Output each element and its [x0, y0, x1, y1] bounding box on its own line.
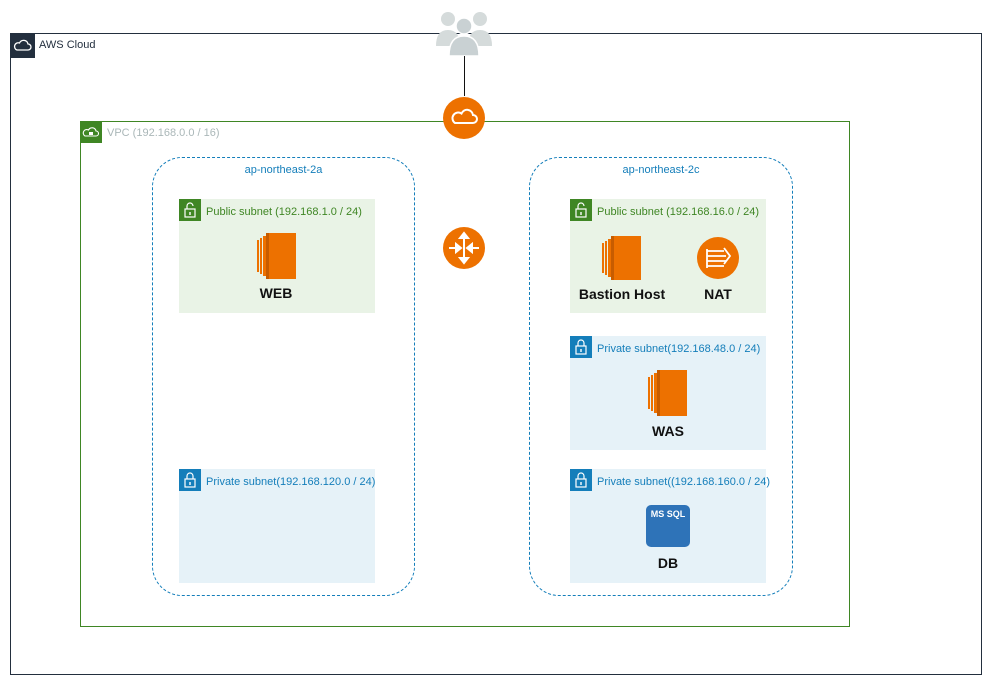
availability-zone-a	[152, 157, 415, 596]
vpc-label: VPC (192.168.0.0 / 16)	[107, 127, 220, 139]
private-subnet-db-label: Private subnet((192.168.160.0 / 24)	[597, 476, 771, 488]
ec2-instance-icon	[647, 370, 687, 416]
az-a-label: ap-northeast-2a	[244, 164, 323, 176]
nat-label: NAT	[704, 286, 732, 302]
internet-gateway-icon	[442, 96, 486, 140]
db-label: DB	[657, 555, 679, 571]
vpc-lock-icon	[80, 121, 102, 143]
private-subnet-a-label: Private subnet(192.168.120.0 / 24)	[206, 476, 376, 488]
private-subnet-lock-icon	[179, 469, 201, 491]
az-c-label: ap-northeast-2c	[622, 164, 700, 176]
aws-cloud-group	[10, 33, 982, 675]
router-icon	[442, 226, 486, 270]
public-subnet-c-label: Public subnet (192.168.16.0 / 24)	[597, 206, 760, 218]
ms-sql-badge: MS SQL	[650, 509, 686, 519]
cloud-icon	[10, 33, 35, 58]
ms-sql-db-icon	[646, 505, 690, 547]
web-label: WEB	[259, 285, 293, 301]
public-subnet-a-label: Public subnet (192.168.1.0 / 24)	[206, 206, 362, 218]
ec2-instance-icon	[256, 233, 296, 279]
public-subnet-lock-icon	[570, 199, 592, 221]
nat-gateway-icon	[696, 236, 740, 280]
users-igw-connector	[464, 56, 465, 96]
ec2-instance-icon	[601, 236, 641, 280]
was-label: WAS	[652, 423, 684, 439]
private-subnet-was-label: Private subnet(192.168.48.0 / 24)	[597, 343, 761, 355]
private-subnet-a	[179, 469, 375, 583]
bastion-host-label: Bastion Host	[578, 286, 666, 302]
availability-zone-c	[529, 157, 793, 596]
private-subnet-lock-icon	[570, 469, 592, 491]
private-subnet-lock-icon	[570, 336, 592, 358]
aws-cloud-label: AWS Cloud	[39, 39, 96, 51]
users-icon	[434, 8, 494, 57]
public-subnet-lock-icon	[179, 199, 201, 221]
